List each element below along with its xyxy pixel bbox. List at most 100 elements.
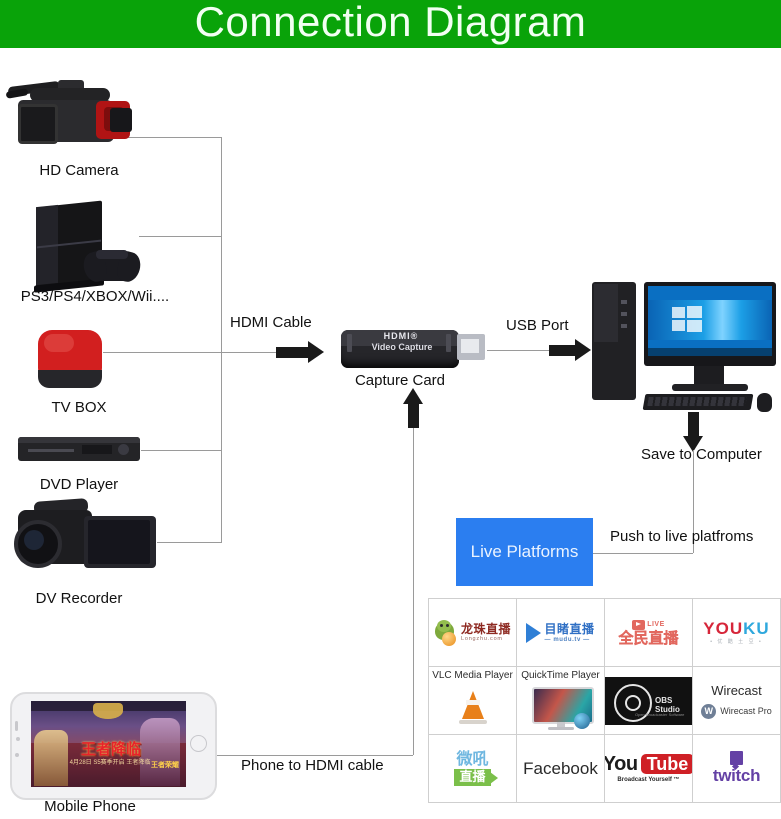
label-capture-card: Capture Card: [354, 372, 446, 389]
phone-home-button[interactable]: [190, 735, 207, 752]
wirecast-badge-icon: W: [701, 703, 717, 719]
monitor-base: [672, 384, 748, 391]
live-platforms-box: [456, 518, 593, 586]
line-phone-riser: [413, 425, 414, 755]
vlc-cone-icon: [461, 691, 484, 719]
platform-cell-obs[interactable]: OBS Studio Open Broadcaster Software: [605, 667, 692, 734]
monitor-taskbar: [648, 348, 772, 356]
label-dvd-player: DVD Player: [39, 476, 119, 493]
capture-card-output-side: [446, 334, 451, 352]
line-bus-to-hdmi-arrow: [221, 352, 281, 353]
youku-name-part2: KU: [743, 619, 770, 638]
line-card-to-usb-arrow: [487, 350, 552, 351]
weihou-name-cn2: 直播: [454, 769, 498, 786]
phone-arrow-shaft: [408, 400, 419, 428]
capture-card-brand: HDMI®: [383, 331, 419, 341]
quicktime-imac-icon: [530, 686, 594, 731]
youtube-tagline: Broadcast Yourself ™: [617, 777, 680, 783]
usb-arrow-shaft: [549, 345, 577, 356]
line-dv-to-bus: [157, 542, 221, 543]
phone-game-character-right: [140, 718, 180, 786]
live-platforms-label: Live Platforms: [470, 542, 579, 561]
dvd-knob: [118, 444, 129, 455]
obs-sublabel: Open Broadcaster Software: [635, 711, 685, 717]
platform-cell-mudu[interactable]: 目睹直播 — mudu.tv —: [517, 599, 604, 666]
label-hdmi-cable: HDMI Cable: [230, 314, 312, 331]
phone-speaker: [15, 721, 18, 731]
platform-cell-wirecast[interactable]: Wirecast W Wirecast Pro: [693, 667, 780, 734]
twitch-glyph-icon: [730, 751, 743, 765]
capture-card-function: Video Capture: [371, 342, 433, 352]
line-computer-to-live: [693, 450, 694, 553]
monitor-wallpaper-glow: [648, 300, 772, 340]
quicktime-label: QuickTime Player: [521, 670, 600, 681]
platform-cell-quanmin[interactable]: LIVE 全民直播: [605, 599, 692, 666]
quanmin-play-icon: [632, 619, 646, 630]
tvbox-base: [38, 370, 102, 388]
label-game-console: PS3/PS4/XBOX/Wii....: [20, 288, 170, 305]
phone-arrow-head: [403, 388, 423, 404]
platform-cell-youku[interactable]: YOUKU • 优 酷 土 豆 •: [693, 599, 780, 666]
platform-cell-vlc[interactable]: VLC Media Player: [429, 667, 516, 734]
line-camera-to-bus: [123, 137, 221, 138]
phone-game-badge: 王者荣耀: [151, 762, 179, 769]
line-console-to-bus: [139, 236, 221, 237]
camera-lens-hood: [18, 104, 58, 144]
capture-card-usb-plug-inner: [461, 339, 479, 353]
quanmin-live-badge: LIVE: [647, 621, 665, 628]
capture-card-hdmi-input: [347, 334, 352, 352]
line-dvd-to-bus: [141, 450, 221, 451]
phone-game-subtitle: 4月28日 S5赛季开启 王者降临: [69, 760, 151, 766]
platform-cell-youtube[interactable]: You Tube Broadcast Yourself ™: [605, 735, 692, 802]
youtube-name-part1: You: [605, 753, 638, 775]
platform-cell-weihou[interactable]: 微吼 直播: [429, 735, 516, 802]
camera-viewfinder: [58, 80, 84, 91]
youku-name-part1: YOU: [703, 619, 744, 638]
dvd-display: [82, 445, 112, 454]
line-tvbox-to-bus: [103, 352, 221, 353]
platform-cell-quicktime[interactable]: QuickTime Player: [517, 667, 604, 734]
camera-top: [30, 88, 110, 102]
page-header: Connection Diagram: [0, 0, 781, 48]
phone-game-character-left: [34, 730, 68, 786]
wirecast-sublabel: Wirecast Pro: [720, 706, 772, 716]
dvd-top-edge: [18, 437, 140, 443]
platform-cell-facebook[interactable]: Facebook: [517, 735, 604, 802]
mudu-name-en: — mudu.tv —: [544, 636, 590, 643]
save-arrow-shaft: [688, 412, 699, 440]
line-phone-to-riser: [214, 755, 413, 756]
platform-cell-longzhu[interactable]: 龙珠直播 Longzhu.com: [429, 599, 516, 666]
line-source-bus: [221, 137, 222, 543]
mudu-play-icon: [526, 622, 542, 643]
page-title: Connection Diagram: [194, 0, 587, 45]
line-live-branch: [593, 553, 693, 554]
label-dv-recorder: DV Recorder: [35, 590, 123, 607]
label-phone-to-hdmi: Phone to HDMI cable: [241, 757, 384, 774]
save-arrow-head: [683, 436, 703, 452]
dv-lens-glass: [24, 530, 44, 550]
dv-flip-screen-inner: [88, 520, 150, 564]
twitch-label: twitch: [712, 766, 761, 785]
platform-logo-grid: 龙珠直播 Longzhu.com 目睹直播 — mudu.tv — LIVE 全…: [428, 598, 781, 803]
longzhu-name-en: Longzhu.com: [460, 635, 503, 642]
label-save-to-computer: Save to Computer: [641, 446, 762, 463]
label-mobile-phone: Mobile Phone: [44, 798, 136, 815]
longzhu-name-cn: 龙珠直播: [460, 621, 511, 636]
pc-tower-panel: [594, 284, 618, 342]
platform-cell-twitch[interactable]: twitch: [693, 735, 780, 802]
vlc-label: VLC Media Player: [432, 670, 513, 681]
pc-port-3: [621, 324, 627, 328]
capture-card-top: [341, 330, 459, 346]
tvbox-highlight: [44, 334, 74, 352]
keyboard-keys: [647, 397, 747, 406]
usb-arrow-head: [575, 339, 591, 361]
quanmin-name-cn: 全民直播: [618, 628, 679, 647]
pc-port-2: [621, 312, 627, 316]
facebook-label: Facebook: [523, 758, 598, 778]
phone-camera-icon: [16, 737, 20, 741]
windows-logo-icon: [672, 306, 702, 332]
youtube-name-part2: Tube: [640, 754, 692, 774]
dvd-tray: [28, 449, 74, 452]
pc-port-1: [621, 300, 627, 304]
label-usb-port: USB Port: [506, 317, 569, 334]
